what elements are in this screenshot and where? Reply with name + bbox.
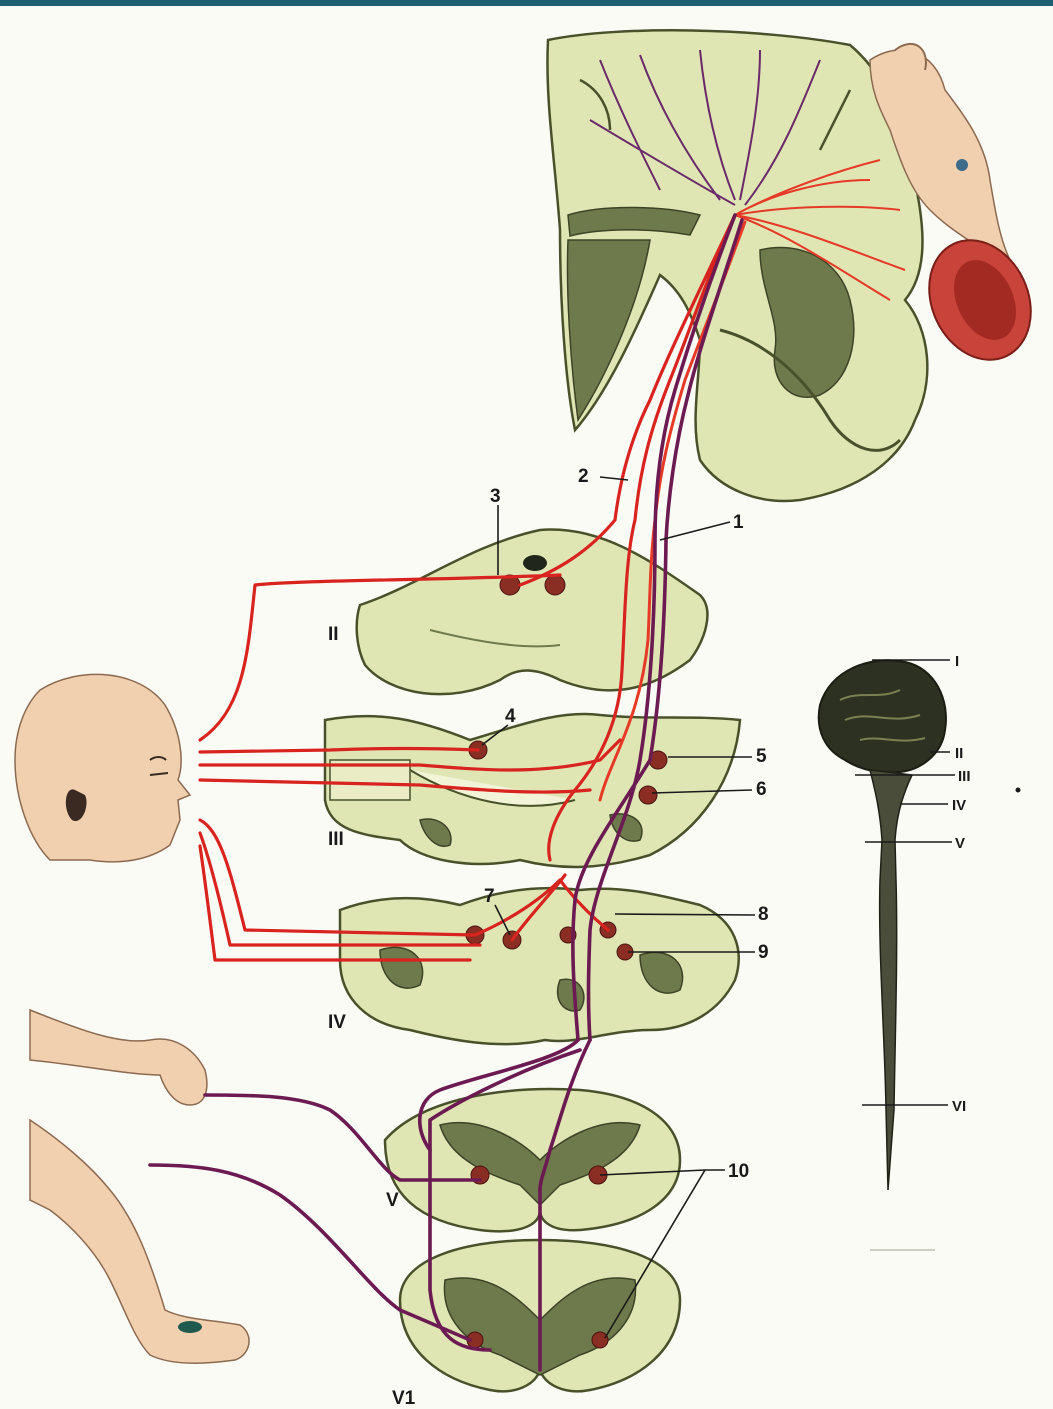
label-4: 4: [505, 706, 516, 727]
inset-level-V: V: [955, 835, 965, 852]
level-VI: V1: [392, 1388, 416, 1409]
label-8: 8: [758, 904, 769, 925]
inset-level-VI: VI: [952, 1098, 966, 1115]
inset-level-II: II: [955, 745, 963, 762]
cerebral-hemisphere-section: [547, 30, 927, 501]
label-2: 2: [578, 466, 589, 487]
child-head: [15, 674, 190, 862]
label-5: 5: [756, 746, 767, 767]
level-IV: IV: [328, 1012, 346, 1033]
inset-level-III: III: [958, 768, 971, 785]
leg-foot: [30, 1120, 249, 1363]
label-1: 1: [733, 512, 744, 533]
label-6: 6: [756, 779, 767, 800]
inset-level-I: I: [955, 653, 959, 670]
arm-hand: [30, 1010, 207, 1105]
level-II: II: [328, 624, 339, 645]
inset-level-IV: IV: [952, 797, 966, 814]
label-7: 7: [484, 886, 495, 907]
label-10: 10: [728, 1161, 749, 1182]
inset-cns-overview: I II III IV V VI: [819, 653, 1021, 1250]
label-3: 3: [490, 486, 501, 507]
brainstem-slice-IV: [340, 888, 739, 1044]
label-9: 9: [758, 942, 769, 963]
level-V: V: [386, 1190, 399, 1211]
level-III: III: [328, 829, 344, 850]
